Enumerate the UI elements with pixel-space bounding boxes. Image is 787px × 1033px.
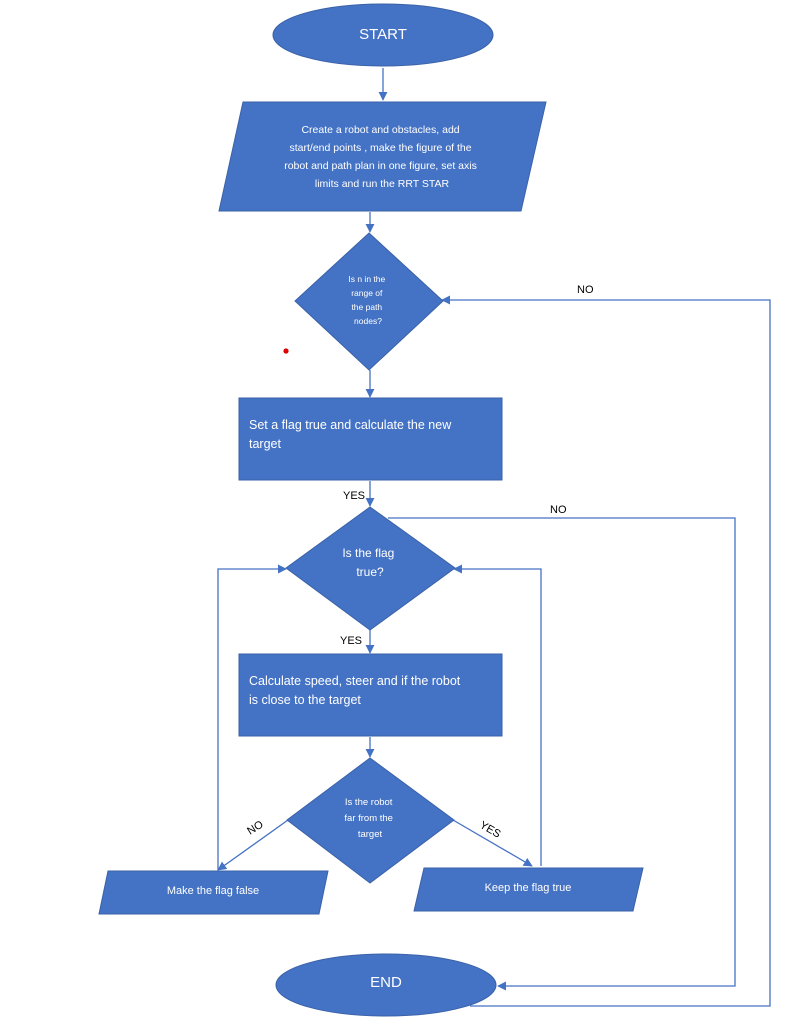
- connector-end-loop-to-decision-n: [441, 295, 771, 1007]
- create-robot-label: Create a robot and obstacles, add start/…: [284, 124, 480, 190]
- connector-make-false-loop-back: [217, 564, 287, 870]
- connector-robot-far-to-make-false: [217, 819, 289, 871]
- connector-keep-true-loop-back: [453, 564, 542, 866]
- end-label: END: [370, 974, 402, 991]
- start-label: START: [359, 26, 407, 43]
- make-flag-false-parallelogram: [98, 870, 329, 915]
- flowchart-shapes: [98, 3, 644, 1017]
- start-terminal: [272, 3, 494, 67]
- edge-label-flag-yes: YES: [340, 635, 362, 647]
- flag-true-decision-diamond: [285, 506, 456, 631]
- edge-label-flag-no: NO: [550, 504, 567, 516]
- stray-red-dot: [283, 348, 289, 354]
- edge-label-far-yes: YES: [478, 819, 503, 840]
- flag-check-label: Is the flag true?: [342, 546, 397, 579]
- edge-label-n-no: NO: [577, 284, 594, 296]
- connector-flag-no-to-end: [388, 517, 736, 991]
- robot-far-label: Is the robot far from the target: [344, 797, 395, 840]
- end-terminal: [275, 953, 497, 1017]
- keep-flag-true-parallelogram: [413, 867, 644, 912]
- keep-true-label: Keep the flag true: [485, 882, 572, 894]
- decision-n-in-range-diamond: [294, 232, 444, 371]
- edge-label-set-yes: YES: [343, 490, 365, 502]
- connectors: [217, 68, 771, 1007]
- robot-far-decision-diamond: [286, 757, 455, 884]
- decision-n-label: Is n in the range of the path nodes?: [348, 274, 387, 326]
- calculate-speed-process-box: [238, 653, 503, 737]
- calculate-label: Calculate speed, steer and if the robot …: [249, 674, 464, 707]
- edge-label-far-no: NO: [245, 818, 266, 837]
- set-flag-process-box: [238, 397, 503, 481]
- node-labels: START Create a robot and obstacles, add …: [167, 26, 572, 991]
- make-false-label: Make the flag false: [167, 885, 259, 897]
- connector-robot-far-to-keep-true: [452, 819, 533, 867]
- set-flag-label: Set a flag true and calculate the new ta…: [249, 418, 455, 451]
- create-robot-parallelogram: [218, 101, 547, 212]
